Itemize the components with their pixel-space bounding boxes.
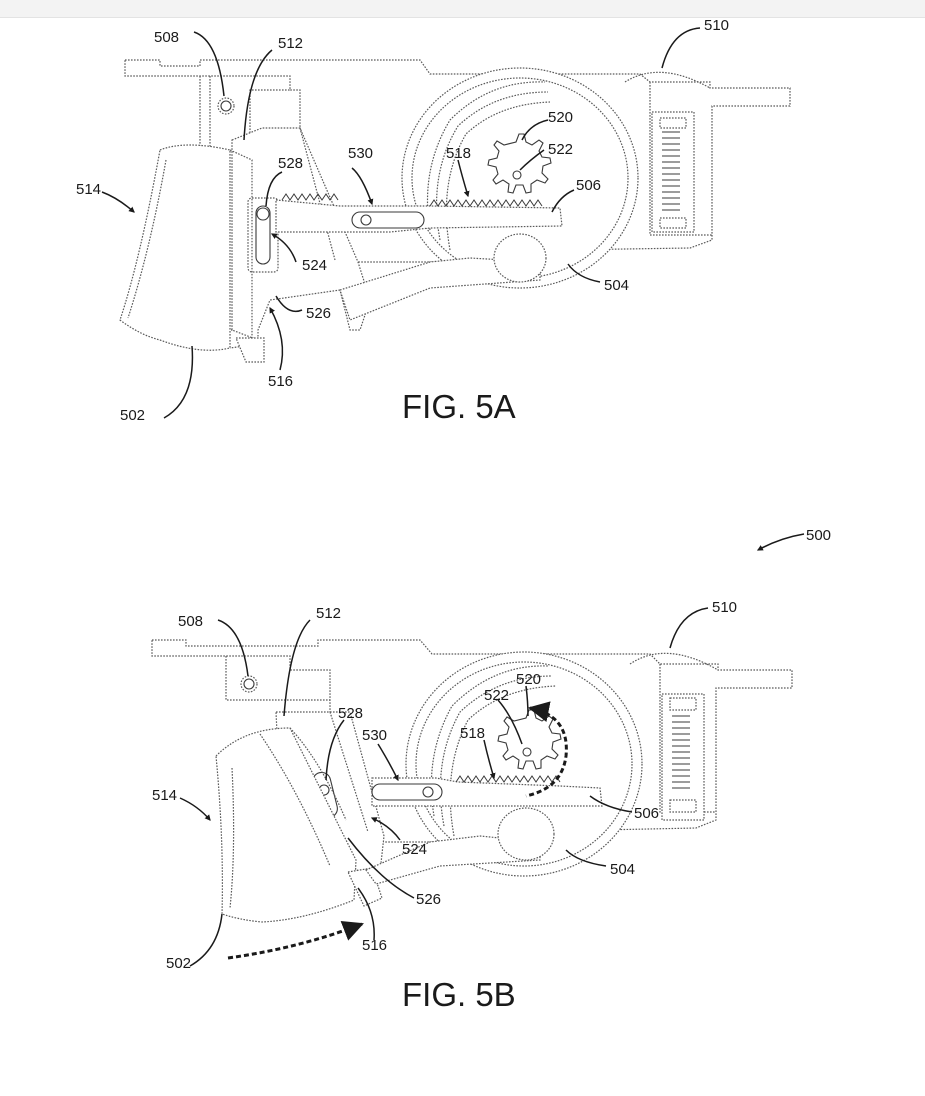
label-510: 510 bbox=[704, 17, 729, 34]
label-530: 530 bbox=[348, 145, 373, 162]
label-500: 500 bbox=[806, 527, 831, 544]
label-516: 516 bbox=[268, 373, 293, 390]
label-506: 506 bbox=[634, 805, 659, 822]
label-508: 508 bbox=[154, 29, 179, 46]
label-510: 510 bbox=[712, 599, 737, 616]
caption-fig-5a: FIG. 5A bbox=[402, 388, 516, 425]
label-518: 518 bbox=[446, 145, 471, 162]
label-522: 522 bbox=[484, 687, 509, 704]
label-504: 504 bbox=[604, 277, 629, 294]
leader-lines-5b bbox=[179, 607, 709, 967]
label-514: 514 bbox=[152, 787, 177, 804]
label-520: 520 bbox=[516, 671, 541, 688]
figure-5b: 508 512 510 514 528 530 518 520 522 506 … bbox=[151, 599, 793, 1013]
reference-labels-5b: 508 512 510 514 528 530 518 520 522 506 … bbox=[152, 599, 737, 972]
label-530: 530 bbox=[362, 727, 387, 744]
leader-lines-5a bbox=[101, 27, 701, 419]
label-502: 502 bbox=[166, 955, 191, 972]
label-526: 526 bbox=[416, 891, 441, 908]
label-506: 506 bbox=[576, 177, 601, 194]
label-524: 524 bbox=[402, 841, 427, 858]
reference-labels-5a: 508 512 510 514 528 530 518 520 522 506 … bbox=[76, 17, 729, 424]
label-512: 512 bbox=[278, 35, 303, 52]
label-514: 514 bbox=[76, 181, 101, 198]
top-strip bbox=[0, 0, 925, 18]
label-528: 528 bbox=[338, 705, 363, 722]
figure-5a: 508 512 510 514 528 530 518 520 522 506 … bbox=[76, 17, 791, 425]
motion-arrows-5b bbox=[227, 701, 568, 960]
label-508: 508 bbox=[178, 613, 203, 630]
label-522: 522 bbox=[548, 141, 573, 158]
label-526: 526 bbox=[306, 305, 331, 322]
label-504: 504 bbox=[610, 861, 635, 878]
label-502: 502 bbox=[120, 407, 145, 424]
caption-fig-5b: FIG. 5B bbox=[402, 976, 516, 1013]
assembly-reference: 500 bbox=[756, 527, 831, 551]
label-516: 516 bbox=[362, 937, 387, 954]
label-528: 528 bbox=[278, 155, 303, 172]
device-drawing-5a bbox=[119, 59, 791, 363]
label-518: 518 bbox=[460, 725, 485, 742]
label-524: 524 bbox=[302, 257, 327, 274]
device-drawing-5b bbox=[151, 639, 793, 923]
label-512: 512 bbox=[316, 605, 341, 622]
label-520: 520 bbox=[548, 109, 573, 126]
